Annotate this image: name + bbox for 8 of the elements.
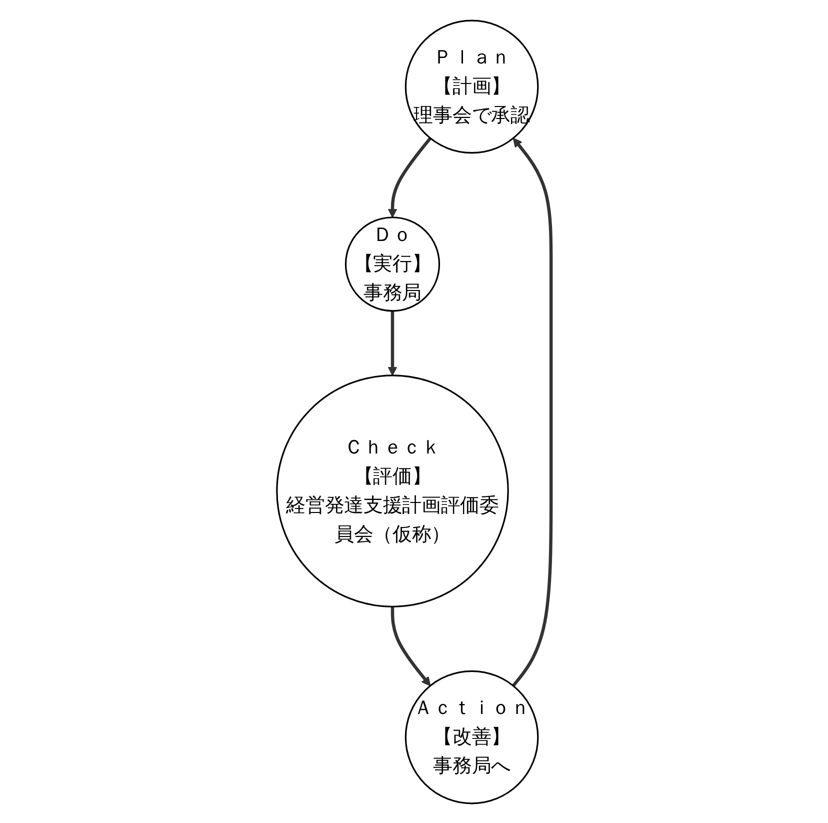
node-circle: Ｄｏ 【実行】 事務局	[344, 216, 440, 312]
arrow	[388, 310, 398, 376]
arrow	[390, 606, 431, 686]
arrow	[388, 136, 432, 218]
arrow	[512, 137, 553, 686]
node-circle: Ｃｈｅｃｋ 【評価】 経営発達支援計画評価委員会（仮称）	[276, 374, 509, 607]
node-circle: Ｐｌａｎ 【計画】 理事会で承認	[404, 19, 539, 154]
node-circle: Ａｃｔｉｏｎ 【改善】 事務局へ	[404, 670, 539, 804]
